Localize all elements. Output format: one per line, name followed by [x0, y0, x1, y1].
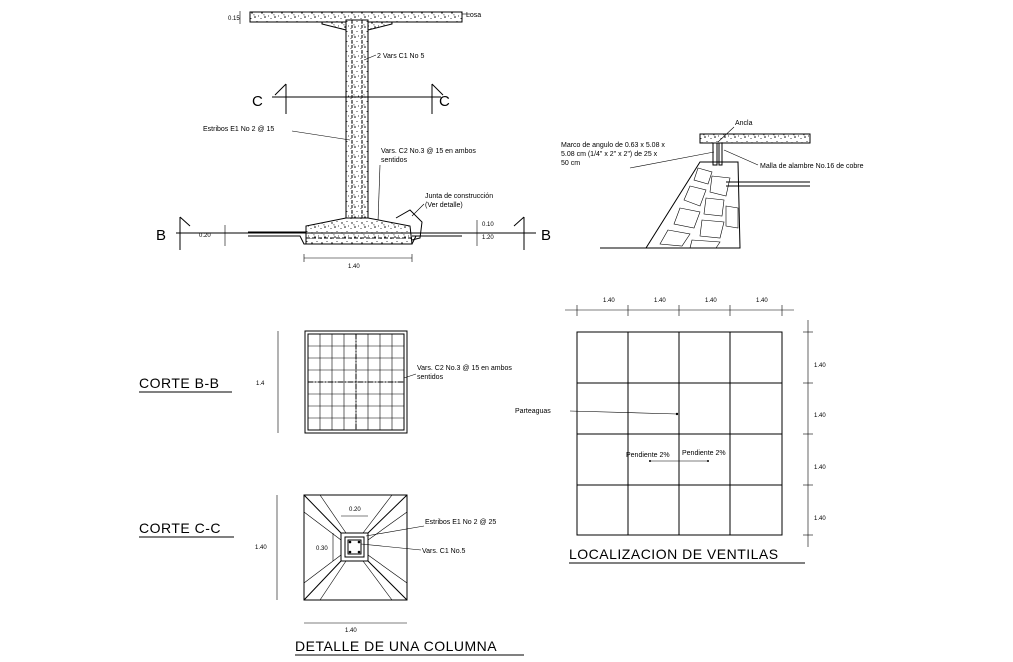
ventilas-right-dim-2: 1.40	[814, 413, 826, 419]
ventilas-title: LOCALIZACION DE VENTILAS	[569, 546, 779, 562]
label-parteaguas: Parteaguas	[515, 408, 551, 415]
label-junta-1: Junta de construcción	[425, 193, 493, 200]
corte-cc-footing	[303, 494, 408, 601]
label-malla: Malla de alambre No.16 de cobre	[760, 163, 864, 170]
corte-cc: CORTE C-C 0.20 0.30 1.40 1.40 Estribos E…	[139, 494, 496, 634]
ventilas-right-dim-1: 1.40	[814, 363, 826, 369]
label-pendiente-left: Pendiente 2%	[626, 452, 670, 459]
label-junta-2: (Ver detalle)	[425, 202, 463, 209]
corte-cc-dim-140-side: 1.40	[255, 545, 267, 551]
label-marco-2: 5.08 cm (1/4" x 2" x 2") de 25 x	[561, 151, 658, 158]
label-vars-c2-1: Vars. C2 No.3 @ 15 en ambos	[381, 148, 476, 155]
construction-joint	[395, 209, 423, 241]
ventilas-right-dim-3: 1.40	[814, 465, 826, 471]
label-pendiente-right: Pendiente 2%	[682, 450, 726, 457]
corte-bb-vars-1: Vars. C2 No.3 @ 15 en ambos	[417, 365, 512, 372]
corte-cc-title: CORTE C-C	[139, 520, 221, 536]
anchor-slab	[699, 133, 811, 144]
corte-bb-footing	[304, 330, 408, 434]
ventilas-right-dim-4: 1.40	[814, 516, 826, 522]
corte-bb: CORTE B-B 1.4 Vars. C2 No.3 @ 15 en ambo…	[139, 330, 512, 434]
detalle-title: DETALLE DE UNA COLUMNA	[295, 638, 497, 654]
corte-cc-estribos: Estribos E1 No 2 @ 25	[425, 519, 496, 526]
ventilas-top-dim-1: 1.40	[603, 298, 615, 304]
footing	[305, 217, 413, 245]
corte-cc-dim-030: 0.30	[316, 546, 328, 552]
ventilas-top-dim-4: 1.40	[756, 298, 768, 304]
corte-bb-rebar-grid	[308, 334, 404, 430]
corte-bb-title: CORTE B-B	[139, 375, 219, 391]
dim-140-elev: 1.40	[348, 264, 360, 270]
dim-020: 0.20	[199, 233, 211, 239]
section-b-right: B	[541, 227, 551, 244]
ventilas-plan: 1.40 1.40 1.40 1.40 1.40 1.40 1.40 1.40 …	[515, 298, 826, 564]
column-elevation: 0.15 Losa 2 Vars C1 No 5 C C Estribos E1…	[156, 11, 551, 270]
label-vars-c1: 2 Vars C1 No 5	[377, 53, 424, 60]
corte-cc-column	[344, 536, 365, 558]
label-ancla: Ancla	[735, 120, 753, 127]
dim-120: 1.20	[482, 235, 494, 241]
label-marco-3: 50 cm	[561, 160, 580, 167]
corte-bb-vars-2: sentidos	[417, 374, 444, 381]
dim-010: 0.10	[482, 222, 494, 228]
dim-slab: 0.15	[228, 16, 240, 22]
stone-wall	[645, 161, 741, 249]
corte-cc-dim-020: 0.20	[349, 507, 361, 513]
corte-cc-vars: Vars. C1 No.5	[422, 548, 466, 555]
section-b-left: B	[156, 227, 166, 244]
column	[345, 19, 369, 226]
label-vars-c2-2: sentidos	[381, 157, 408, 164]
label-marco-1: Marco de angulo de 0.63 x 5.08 x	[561, 142, 665, 149]
section-c-right: C	[439, 93, 450, 110]
section-c-left: C	[252, 93, 263, 110]
label-losa: Losa	[466, 12, 481, 19]
corte-bb-dim: 1.4	[256, 381, 265, 387]
corte-cc-dim-140-bottom: 1.40	[345, 628, 357, 634]
ventilas-top-dim-3: 1.40	[705, 298, 717, 304]
ventilas-top-dim-2: 1.40	[654, 298, 666, 304]
label-estribos: Estribos E1 No 2 @ 15	[203, 126, 274, 133]
anchor-detail: Ancla Marco de angulo de 0.63 x 5.08 x 5…	[561, 120, 864, 249]
